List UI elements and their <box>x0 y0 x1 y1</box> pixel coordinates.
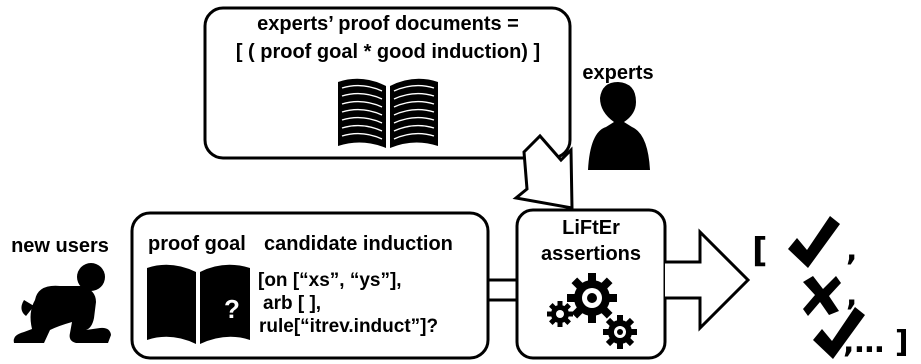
experts-documents-title: experts’ proof documents = <box>257 13 519 35</box>
induction-code-line-2: arb [ ], <box>263 293 321 314</box>
output-arrow <box>665 228 751 332</box>
user-proof-box: proof goal candidate induction [on [“xs”… <box>130 211 490 360</box>
experts-documents-box: experts’ proof documents = [ ( proof goa… <box>203 6 572 160</box>
experts-label: experts <box>582 62 653 84</box>
result-comma-2: , <box>846 278 857 313</box>
baby-icon <box>13 263 111 343</box>
experts-to-lifter-arrow <box>512 133 574 210</box>
proof-goal-label: proof goal <box>148 233 246 255</box>
lifter-subtitle: assertions <box>541 243 641 265</box>
check-icon <box>788 216 840 268</box>
gears-icon <box>547 273 637 349</box>
person-icon <box>588 82 650 170</box>
lifter-title: LiFtEr <box>562 217 620 239</box>
result-tail: ,… ] <box>843 325 909 360</box>
check-icon <box>813 307 865 359</box>
proof-goal-book-icon: ? <box>147 264 250 344</box>
experts-documents-formula: [ ( proof goal * good induction) ] <box>236 41 540 63</box>
result-comma-1: , <box>846 233 857 268</box>
result-list: [ , , ,… ] <box>752 216 909 360</box>
question-mark: ? <box>224 294 240 324</box>
open-book-icon <box>338 78 438 148</box>
induction-code-line-1: [on [“xs”, “ys”], <box>258 270 402 291</box>
induction-code-line-3: rule[“itrev.induct”]? <box>259 316 438 337</box>
result-open-bracket: [ <box>752 231 768 271</box>
candidate-induction-label: candidate induction <box>264 233 453 255</box>
user-to-lifter-connector <box>486 278 522 302</box>
new-users-label: new users <box>11 235 109 257</box>
lifter-assertions-box: LiFtEr assertions <box>515 208 667 360</box>
cross-icon <box>803 276 841 316</box>
